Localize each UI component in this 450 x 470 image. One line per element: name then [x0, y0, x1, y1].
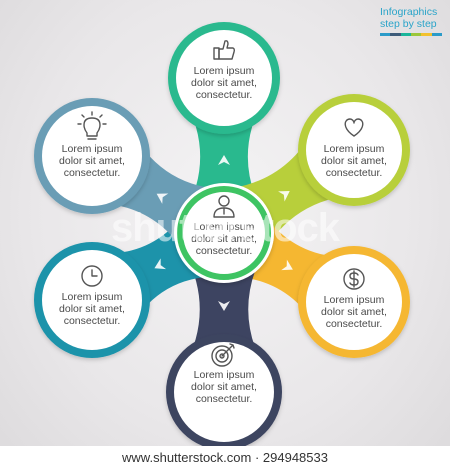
- arrow-icon: [154, 258, 167, 270]
- arrow-icon: [156, 193, 169, 204]
- node-bottom-left: [34, 242, 150, 358]
- arrow-icon: [281, 259, 293, 271]
- node-face: [306, 102, 402, 198]
- label-line: dolor sit amet,: [59, 303, 125, 315]
- label-line: dolor sit amet,: [321, 155, 387, 167]
- label-line: consectetur.: [326, 167, 383, 179]
- label-line: Lorem ipsum: [324, 294, 385, 306]
- label-line: consectetur.: [64, 315, 121, 327]
- node-top-left: [34, 98, 150, 214]
- arrow-icon: [218, 301, 230, 311]
- brand-bar-segment: [421, 33, 432, 36]
- label-line: dolor sit amet,: [191, 77, 257, 89]
- label-line: Lorem ipsum: [194, 65, 255, 77]
- person-icon: [213, 195, 235, 218]
- label-line: consectetur.: [64, 167, 121, 179]
- label-line: Lorem ipsum: [62, 291, 123, 303]
- label-line: Lorem ipsum: [194, 221, 255, 233]
- brand-tag: Infographics step by step: [380, 6, 442, 36]
- arrow-icon: [278, 191, 290, 202]
- brand-bar-segment: [410, 33, 422, 36]
- label-line: consectetur.: [326, 318, 383, 330]
- brand-bar-segment: [431, 33, 442, 36]
- label-line: dolor sit amet,: [59, 155, 125, 167]
- label-line: consectetur.: [196, 89, 253, 101]
- node-face: [42, 106, 142, 206]
- node-face: [176, 30, 272, 126]
- center-ring: [177, 186, 271, 280]
- heart-icon: [344, 118, 364, 137]
- label-line: dolor sit amet,: [191, 233, 257, 245]
- lightbulb-icon: [77, 111, 107, 140]
- label-line: Lorem ipsum: [324, 143, 385, 155]
- node-face: [42, 250, 142, 350]
- thumbs-up-icon: [213, 40, 236, 60]
- label-line: Lorem ipsum: [62, 143, 123, 155]
- brand-bar-segment: [400, 33, 411, 36]
- node-face: [174, 342, 274, 442]
- arrow-icon: [218, 155, 230, 165]
- brand-line-2: step by step: [380, 18, 437, 30]
- brand-bar-segment: [380, 33, 391, 36]
- label-line: consectetur.: [196, 245, 253, 257]
- label-line: dolor sit amet,: [321, 306, 387, 318]
- target-icon: [211, 343, 235, 367]
- brand-line-1: Infographics: [380, 6, 438, 18]
- label-line: dolor sit amet,: [191, 381, 257, 393]
- node-face: [306, 254, 402, 350]
- label-line: consectetur.: [196, 393, 253, 405]
- brand-color-bar: [380, 33, 442, 36]
- label-line: Lorem ipsum: [194, 369, 255, 381]
- node-bottom: [166, 334, 282, 450]
- footer-credit: www.shutterstock.com · 294948533: [0, 446, 450, 470]
- dollar-icon: [343, 268, 365, 290]
- node-bottom-right: [298, 246, 410, 358]
- node-top: [168, 22, 280, 134]
- brand-bar-segment: [390, 33, 401, 36]
- clock-icon: [81, 265, 103, 287]
- node-top-right: [298, 94, 410, 206]
